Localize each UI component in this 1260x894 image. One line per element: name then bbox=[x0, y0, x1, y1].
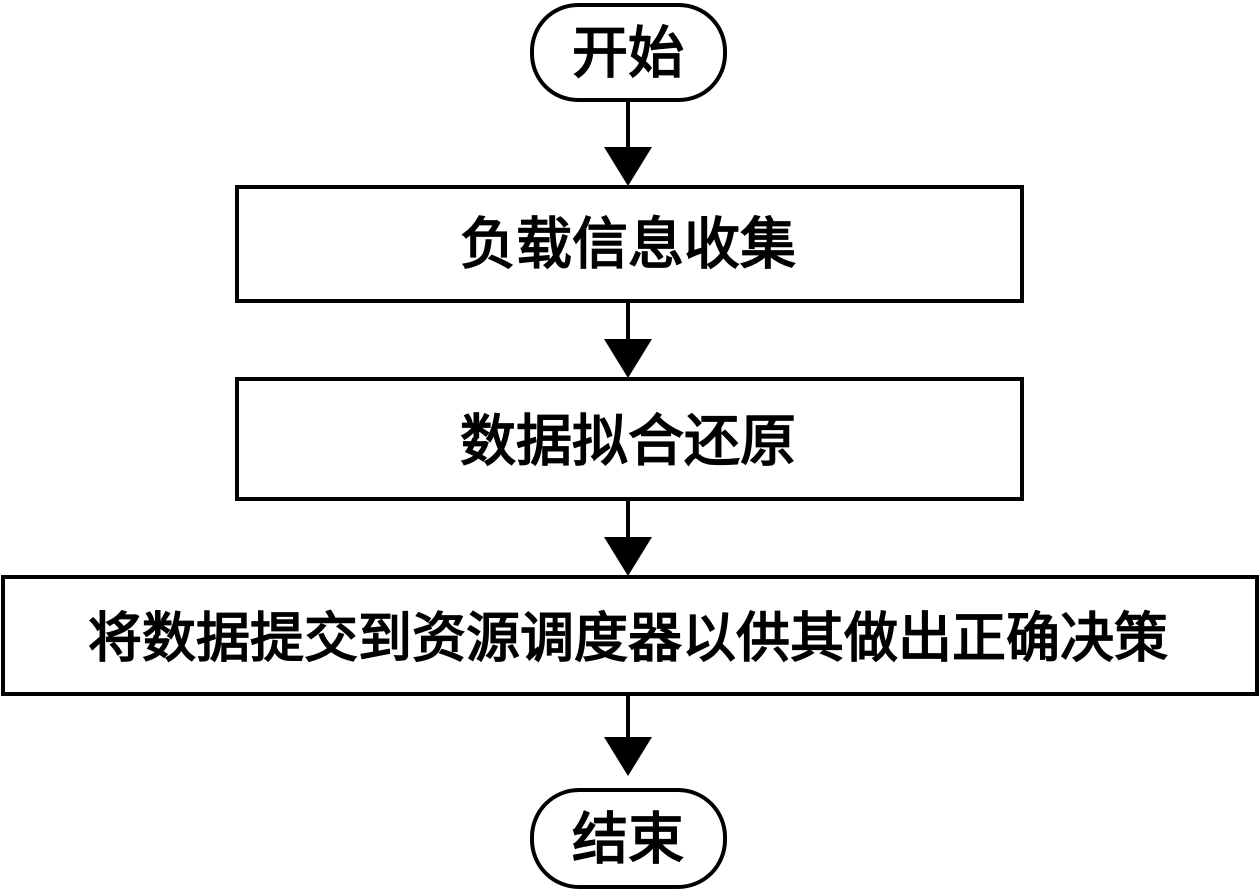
arrow-start-to-step-1 bbox=[604, 100, 652, 186]
end-node: 结束 bbox=[530, 788, 727, 889]
end-label: 结束 bbox=[572, 808, 684, 873]
arrow-step-1-to-step-2 bbox=[604, 301, 652, 378]
arrow-step-2-to-step-3 bbox=[604, 499, 652, 576]
process-step-3: 将数据提交到资源调度器以供其做出正确决策 bbox=[1, 575, 1259, 696]
step-1-label: 负载信息收集 bbox=[460, 213, 796, 278]
arrow-step-3-to-end bbox=[604, 694, 652, 776]
step-2-label: 数据拟合还原 bbox=[460, 410, 796, 475]
end-terminal-shape bbox=[530, 788, 727, 889]
process-step-2: 数据拟合还原 bbox=[235, 377, 1024, 501]
process-box-1 bbox=[235, 185, 1024, 303]
start-node: 开始 bbox=[530, 3, 727, 102]
process-box-3 bbox=[1, 575, 1259, 696]
step-3-label: 将数据提交到资源调度器以供其做出正确决策 bbox=[88, 607, 1168, 670]
process-step-1: 负载信息收集 bbox=[235, 185, 1024, 303]
start-label: 开始 bbox=[572, 22, 684, 87]
